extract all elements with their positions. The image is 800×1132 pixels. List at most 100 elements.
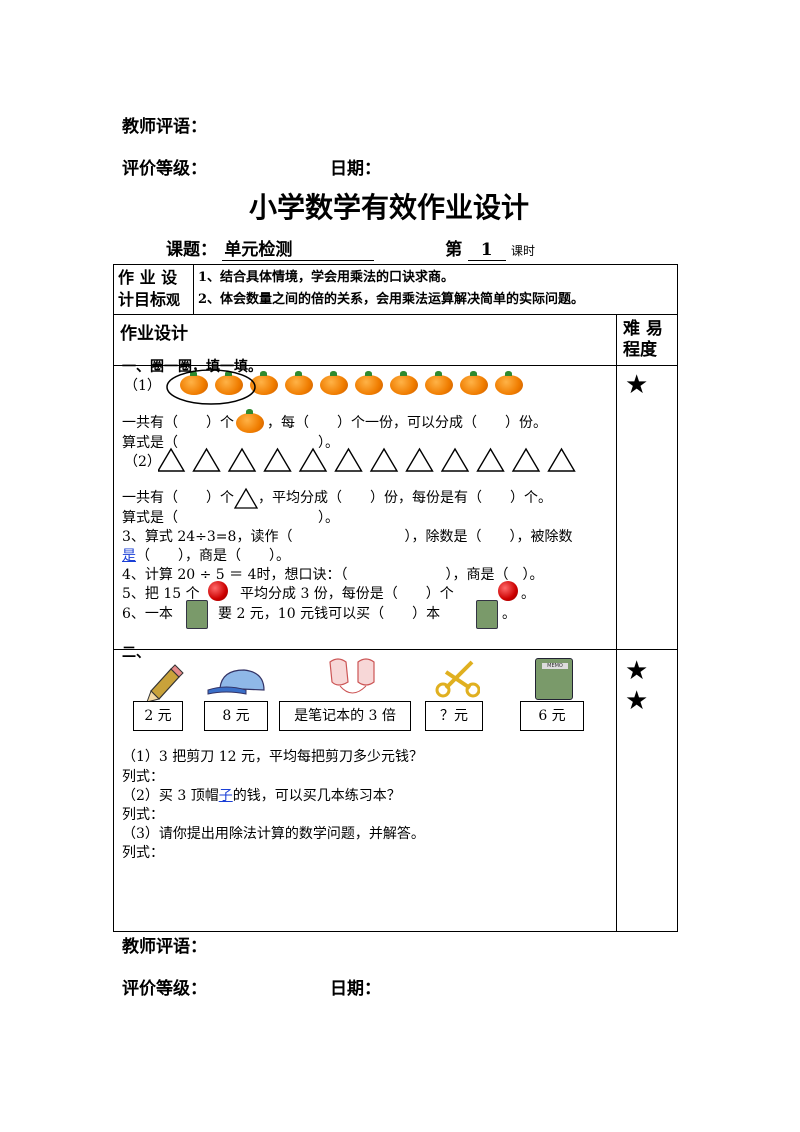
teacher-comment-label-bottom: 教师评语： <box>122 937 207 957</box>
price-box-scissors: ？元 <box>425 701 483 731</box>
date-label: 日期： <box>330 159 381 179</box>
part2-difficulty-cell: ★ ★ <box>616 649 678 932</box>
orange-icon <box>180 370 208 395</box>
q2-line2: 算式是（ ）。 <box>122 510 339 526</box>
cap-icon <box>207 669 265 695</box>
triangle-icon <box>369 447 399 472</box>
q2-line1-start: 一共有（ ）个 <box>122 490 234 506</box>
topic-line: 课题： 单元检测 第 1 课时 <box>166 235 535 261</box>
objectives-label-line1: 作 业 设 <box>118 268 178 287</box>
part2-cell <box>113 649 617 932</box>
design-header: 作业设计 <box>120 324 188 344</box>
apple-icon <box>208 581 228 601</box>
apple-icon <box>498 581 518 601</box>
p2-formula-2: 列式： <box>122 807 164 823</box>
p2-q1: （1）3 把剪刀 12 元，平均每把剪刀多少元钱？ <box>122 749 423 765</box>
triangle-icon <box>476 447 505 472</box>
part2-heading: 二、 <box>122 645 150 661</box>
q5-end: 。 <box>521 586 535 602</box>
triangle-icon <box>440 447 470 472</box>
q1-line1-start: 一共有（ ）个 <box>122 415 234 431</box>
objectives-text-cell: 1、结合具体情境，学会用乘法的口诀求商。 2、体会数量之间的倍的关系，会用乘法运… <box>193 264 678 315</box>
triangle-icon <box>227 447 257 472</box>
star-icon: ★ <box>625 370 649 400</box>
q3-link[interactable]: 是 <box>122 548 136 564</box>
orange-icon <box>285 370 313 395</box>
orange-icon <box>390 370 418 395</box>
orange-icon <box>495 370 523 395</box>
p2-q2-end: 的钱，可以买几本练习本？ <box>232 788 401 804</box>
p2-q2-start: （2）买 3 顶帽 <box>122 788 219 804</box>
objectives-label-line2: 计目标 <box>118 290 167 309</box>
q1-line1-end: ，每（ ）个一份，可以分成（ ）份。 <box>267 415 547 431</box>
q1-label: （1） <box>124 378 161 394</box>
difficulty-header-cell: 难 易 程度 <box>616 314 678 366</box>
objectives-label-overflow: 观 <box>166 293 181 309</box>
lesson-prefix: 第 <box>445 240 463 260</box>
orange-icon <box>250 370 278 395</box>
objectives-label-cell: 作 业 设 计目标观 <box>113 264 194 315</box>
star-icon: ★ <box>625 686 649 716</box>
p2-q3: （3）请你提出用除法计算的数学问题，并解答。 <box>122 826 425 842</box>
scissors-icon <box>435 660 480 698</box>
price-box-notebook: 6 元 <box>520 701 584 731</box>
orange-icon <box>215 370 243 395</box>
price-box-mittens: 是笔记本的 3 倍 <box>279 701 411 731</box>
notebook-icon: MEMO <box>535 658 573 700</box>
orange-icon <box>355 370 383 395</box>
design-header-cell: 作业设计 <box>113 314 617 366</box>
orange-icon <box>460 370 488 395</box>
q6-start: 6、一本 <box>122 606 173 622</box>
lesson-suffix: 课时 <box>511 244 536 258</box>
objective-item-1: 1、结合具体情境，学会用乘法的口诀求商。 <box>198 270 455 285</box>
star-icon: ★ <box>625 656 649 686</box>
triangle-icon <box>511 447 541 472</box>
q3-line2-rest: （ ），商是（ ）。 <box>136 548 290 564</box>
objective-item-2: 2、体会数量之间的倍的关系，会用乘法运算解决简单的实际问题。 <box>198 292 585 307</box>
notebook-icon <box>476 600 498 629</box>
triangle-icon <box>405 447 434 472</box>
triangle-icon <box>233 487 259 509</box>
p2-q2-link[interactable]: 子 <box>218 788 233 804</box>
q2-line1-end: ，平均分成（ ）份，每份是有（ ）个。 <box>258 490 552 506</box>
triangle-icon <box>547 447 576 472</box>
difficulty-header-line2: 程度 <box>623 340 657 360</box>
teacher-comment-label: 教师评语： <box>122 117 207 137</box>
pencil-icon <box>146 664 184 703</box>
notebook-icon <box>186 600 208 629</box>
grade-label-bottom: 评价等级： <box>122 979 207 999</box>
lesson-number: 1 <box>467 240 506 261</box>
triangle-icon <box>298 447 328 472</box>
mittens-icon <box>329 658 375 694</box>
q5-line: 5、把 15 个 <box>122 583 200 603</box>
orange-icon <box>425 370 453 395</box>
grade-label: 评价等级： <box>122 159 207 179</box>
date-label-bottom: 日期： <box>330 979 381 999</box>
page-title: 小学数学有效作业设计 <box>248 191 529 224</box>
q6-middle: 要 2 元，10 元钱可以买（ ）本 <box>218 606 441 622</box>
triangles-row <box>158 447 576 472</box>
orange-icon <box>236 409 264 433</box>
homework-table: 作 业 设 计目标观 1、结合具体情境，学会用乘法的口诀求商。 2、体会数量之间… <box>113 264 678 932</box>
q5-start: 5、把 15 个 <box>122 586 200 602</box>
oranges-row <box>180 370 530 396</box>
part1-difficulty-cell: ★ <box>616 365 678 650</box>
q3-line1: 3、算式 24÷3=8，读作（ ），除数是（ ），被除数 <box>122 529 573 545</box>
q1-line2: 算式是（ ）。 <box>122 435 339 451</box>
circle-annotation <box>166 369 256 405</box>
price-box-pencil: 2 元 <box>133 701 183 731</box>
orange-icon <box>320 370 348 395</box>
triangle-icon <box>192 447 221 472</box>
topic-value: 单元检测 <box>222 235 375 261</box>
p2-formula-1: 列式： <box>122 769 164 785</box>
q5-middle: 平均分成 3 份，每份是（ ）个 <box>240 586 454 602</box>
difficulty-header-line1: 难 易 <box>623 319 663 339</box>
p2-q2: （2）买 3 顶帽子的钱，可以买几本练习本？ <box>122 785 401 805</box>
p2-formula-3: 列式： <box>122 845 164 861</box>
triangle-icon <box>263 447 292 472</box>
topic-label: 课题： <box>166 240 217 260</box>
q6-end: 。 <box>502 606 516 622</box>
notebook-label: MEMO <box>542 663 568 669</box>
q4-line: 4、计算 20 ÷ 5 ＝ 4时，想口诀：（ ），商是（ ）。 <box>122 567 544 583</box>
q1-line1: 一共有（ ）个 ，每（ ）个一份，可以分成（ ）份。 <box>122 409 547 433</box>
